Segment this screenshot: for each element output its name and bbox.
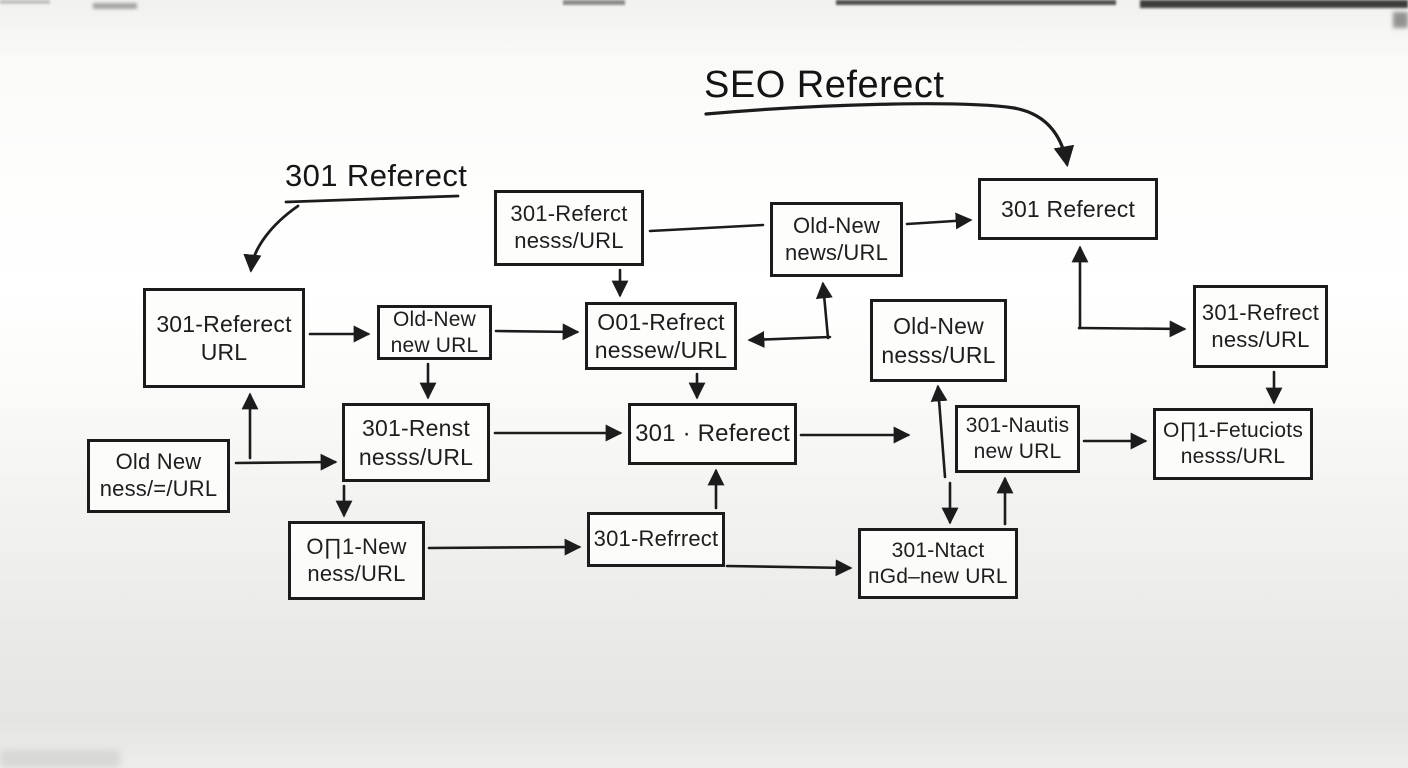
scan-artifact xyxy=(1393,12,1408,28)
scan-artifact xyxy=(1140,0,1408,8)
flow-node-label: news/URL xyxy=(784,239,889,265)
flow-node-label: 301-Refrect xyxy=(1201,299,1320,325)
flow-node-label: 301-Referect xyxy=(156,310,292,337)
flow-node-refrrect: 301-Refrrect xyxy=(587,512,725,567)
diagram-title: SEO Referect xyxy=(704,64,945,106)
flow-node-label: nesss/URL xyxy=(1180,445,1286,468)
flow-node-label: Old-New xyxy=(793,212,880,238)
scan-artifact xyxy=(0,0,50,4)
line-referct-to-old-new-news xyxy=(648,223,765,233)
flow-node-label: 301-Refrrect xyxy=(593,526,719,552)
title-underline-arrow xyxy=(704,102,1075,168)
flow-node-label: пGd–new URL xyxy=(868,564,1008,588)
flow-node-label: O∏1-Fetuciots xyxy=(1162,419,1304,443)
label-underline xyxy=(284,194,460,204)
flow-node-label: nessew/URL xyxy=(594,337,728,363)
flow-node-label: 301 · Referect xyxy=(635,420,790,448)
arrow-o1-new-to-refrrect xyxy=(427,538,582,556)
flow-node-label: 301-Referct xyxy=(510,201,628,227)
flow-node-label: 301-Ntact xyxy=(891,538,985,562)
flow-node-referect-top: 301 Referect xyxy=(978,178,1158,240)
flow-node-label: 301-Renst xyxy=(362,415,470,442)
flow-node-label: new URL xyxy=(390,333,479,357)
scan-artifact xyxy=(836,0,1116,5)
flow-node-label: Old-New xyxy=(392,307,477,331)
arrow-old-new-news-to-referect-top xyxy=(905,212,973,230)
flow-node-label: nesss/URL xyxy=(514,228,624,253)
flow-node-label: O∏1-New xyxy=(306,533,407,559)
arrow-refrrect-to-ntact xyxy=(725,559,853,577)
arrow-elbow-into-refrect-nessew xyxy=(747,331,832,348)
flow-node-label: URL xyxy=(200,339,248,365)
arrow-up-to-old-new-nesss xyxy=(930,384,948,479)
flow-node-label: nesss/URL xyxy=(881,341,996,368)
scan-artifact xyxy=(563,0,625,5)
flow-node-label: 301-Nautis xyxy=(965,414,1070,438)
flow-node-label: Old New xyxy=(115,449,202,475)
flow-node-referect-center: 301 · Referect xyxy=(628,403,797,465)
arrow-elbow-into-old-new-news xyxy=(815,281,833,340)
flow-node-label: new URL xyxy=(973,440,1062,463)
flow-node-label: nesss/URL xyxy=(358,443,474,470)
label-curve-arrow xyxy=(243,204,300,273)
arrow-old-new-eq-to-renst xyxy=(234,453,338,471)
flow-node-label: ness/URL xyxy=(307,560,406,586)
scan-artifact xyxy=(93,3,137,9)
flow-node-label: ness/=/URL xyxy=(99,476,218,501)
arrow-old-new-to-refrect-nessew xyxy=(494,323,580,341)
flow-node-label: Old-New xyxy=(893,313,984,340)
flow-node-label: ness/URL xyxy=(1211,326,1310,352)
arrow-elbow-right-to-refrect-ness xyxy=(1077,320,1187,338)
flow-node-label: 301 Referect xyxy=(1000,195,1136,222)
label-301-referect: 301 Referect xyxy=(285,158,468,193)
flow-node-label: O01-Refrect xyxy=(597,308,725,335)
scan-artifact xyxy=(0,750,120,768)
